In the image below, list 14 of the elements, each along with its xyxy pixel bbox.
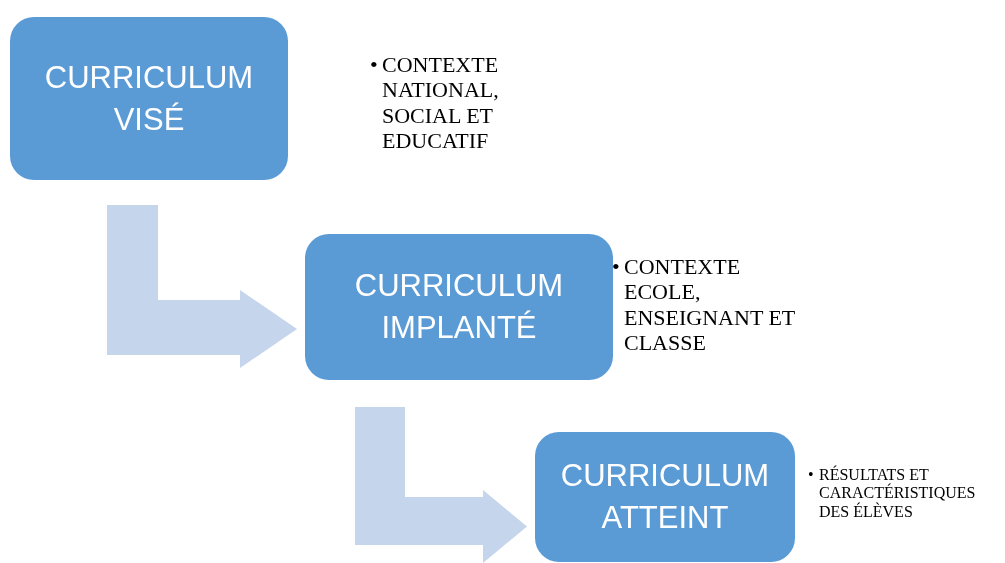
context-note: CONTEXTE ECOLE, ENSEIGNANT ET CLASSE — [624, 254, 796, 356]
process-box — [305, 234, 613, 380]
bullet: • — [612, 254, 621, 280]
bent-block-arrow — [355, 407, 527, 563]
box-title: CURRICULUM VISÉ — [43, 58, 255, 139]
context-note: RÉSULTATS ET CARACTÉRISTIQUES DES ÉLÈVES — [819, 466, 977, 522]
context-note: CONTEXTE NATIONAL, SOCIAL ET EDUCATIF — [382, 52, 500, 154]
box-title: CURRICULUM ATTEINT — [559, 457, 771, 537]
process-box — [535, 432, 795, 562]
bent-block-arrow — [107, 205, 297, 368]
bullet: • — [808, 466, 815, 485]
bullet: • — [370, 52, 379, 78]
box-title: CURRICULUM IMPLANTÉ — [353, 267, 565, 347]
process-box — [10, 17, 288, 180]
